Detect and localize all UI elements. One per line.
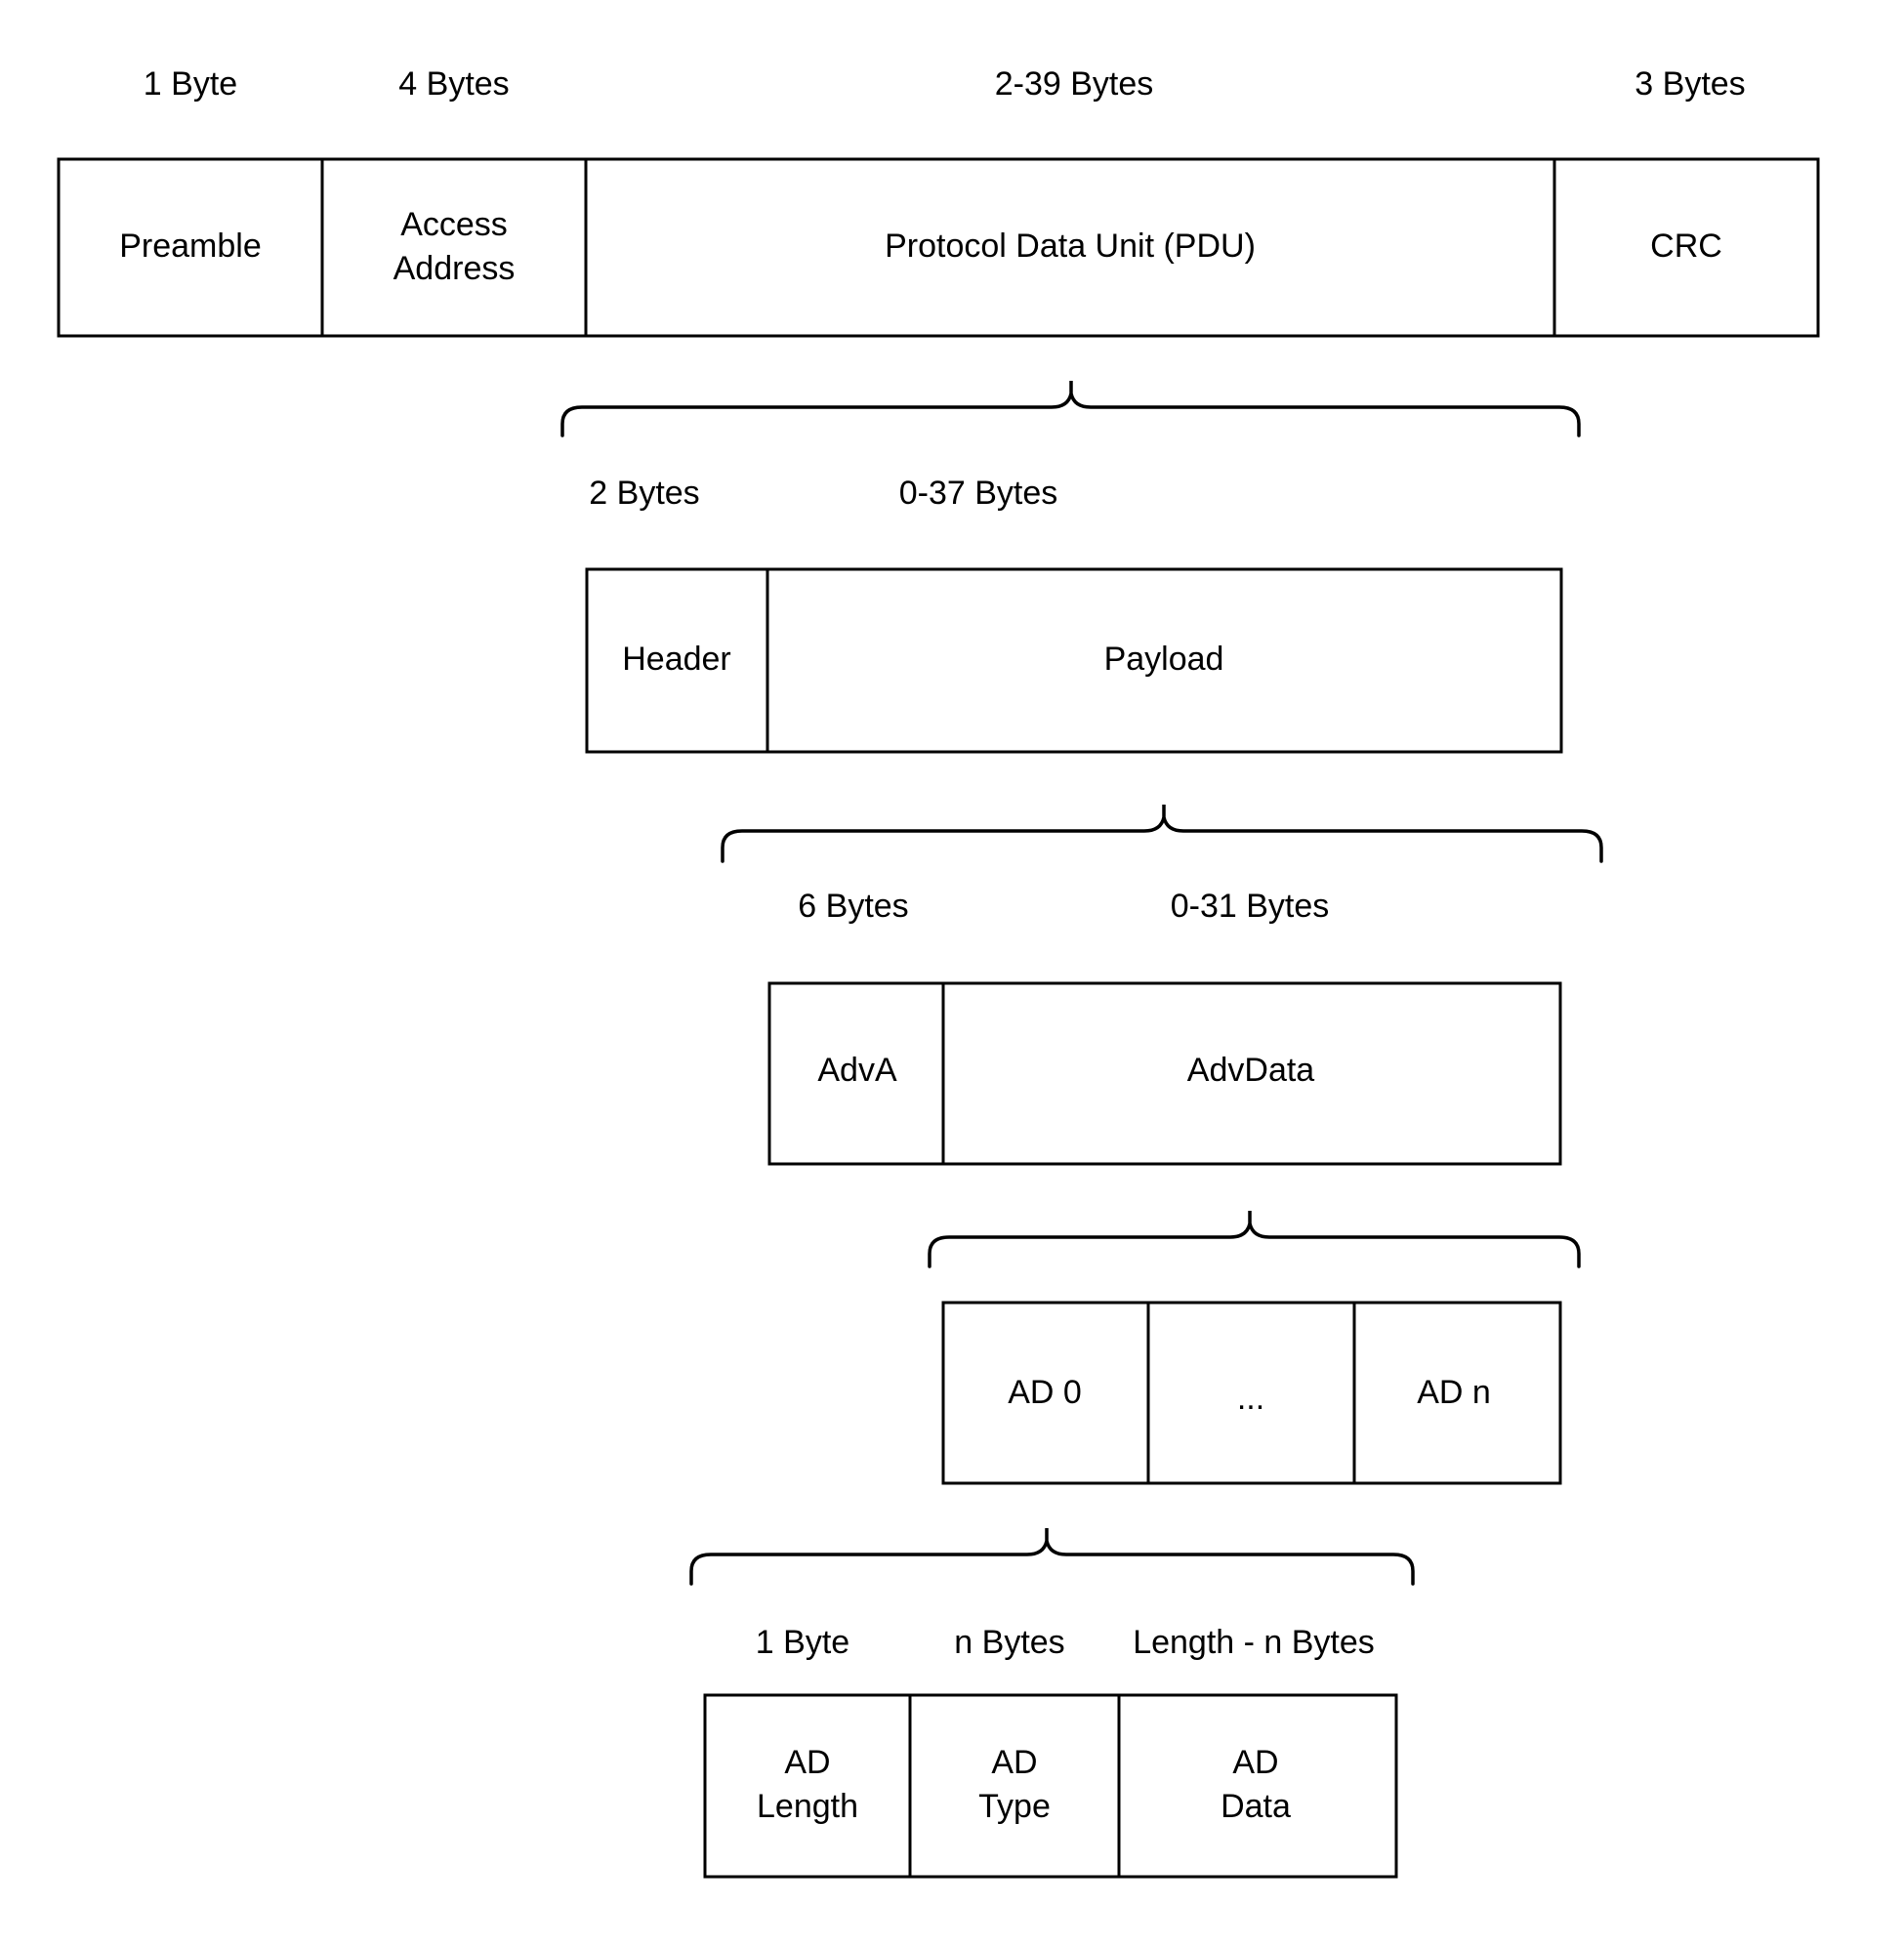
brace-path-pdu (560, 381, 1581, 437)
brace-pdu (560, 381, 1581, 437)
field-advdata: AdvData (1187, 1052, 1314, 1089)
field-adva: AdvA (817, 1052, 897, 1089)
field-ad-data: AD Data (1221, 1744, 1291, 1825)
size-label-ad-data: Length - n Bytes (1133, 1624, 1375, 1661)
field-ad-type-line-2: Type (978, 1788, 1051, 1825)
size-label-crc: 3 Bytes (1635, 65, 1745, 103)
level-1-size-labels: 1 Byte 4 Bytes 2-39 Bytes 3 Bytes (144, 65, 1746, 103)
size-label-ad-type: n Bytes (954, 1624, 1064, 1661)
level-4-outer-frame (941, 1301, 1562, 1485)
size-label-advdata: 0-31 Bytes (1171, 888, 1330, 925)
size-label-adva: 6 Bytes (798, 888, 908, 925)
field-pdu: Protocol Data Unit (PDU) (885, 228, 1256, 265)
brace-ad-structure (689, 1528, 1415, 1586)
size-label-access-address: 4 Bytes (398, 65, 509, 103)
brace-path-payload (721, 805, 1603, 863)
brace-path-ad-structure (689, 1528, 1415, 1586)
level-5-ad-structure-row: AD Length AD Type AD Data (703, 1693, 1398, 1879)
brace-path-advdata (928, 1211, 1581, 1268)
field-access-address: Access Address (393, 206, 516, 287)
field-crc: CRC (1650, 228, 1722, 265)
level-4-ad-list-row: AD 0 ... AD n (941, 1301, 1562, 1485)
brace-advdata (928, 1211, 1581, 1268)
field-ad-type-line-1: AD (991, 1744, 1037, 1781)
field-preamble: Preamble (119, 228, 262, 265)
field-ad-length-line-2: Length (757, 1788, 858, 1825)
level-5-outer-frame (703, 1693, 1398, 1879)
level-2-pdu-row: Header Payload (585, 567, 1563, 754)
level-2-outer-frame (585, 567, 1563, 754)
brace-payload (721, 805, 1603, 863)
level-1-packet-row: Preamble Access Address Protocol Data Un… (57, 157, 1820, 338)
field-ad-type: AD Type (978, 1744, 1051, 1825)
field-ad-ellipsis: ... (1237, 1380, 1264, 1417)
field-ad-0: AD 0 (1008, 1374, 1082, 1411)
level-3-outer-frame (767, 981, 1562, 1166)
level-2-size-labels: 2 Bytes 0-37 Bytes (589, 475, 1057, 512)
field-ad-data-line-2: Data (1221, 1788, 1291, 1825)
size-label-header: 2 Bytes (589, 475, 699, 512)
field-ad-length-line-1: AD (784, 1744, 830, 1781)
field-access-address-line-2: Address (393, 250, 516, 287)
size-label-ad-length: 1 Byte (756, 1624, 849, 1661)
field-payload: Payload (1104, 641, 1224, 678)
field-header: Header (622, 641, 731, 678)
field-ad-data-line-1: AD (1232, 1744, 1278, 1781)
level-5-size-labels: 1 Byte n Bytes Length - n Bytes (756, 1624, 1375, 1661)
field-ad-length: AD Length (757, 1744, 858, 1825)
size-label-payload: 0-37 Bytes (899, 475, 1058, 512)
field-access-address-line-1: Access (400, 206, 508, 243)
field-ad-n: AD n (1417, 1374, 1491, 1411)
level-3-size-labels: 6 Bytes 0-31 Bytes (798, 888, 1329, 925)
level-3-payload-row: AdvA AdvData (767, 981, 1562, 1166)
level-1-outer-frame (57, 157, 1820, 338)
size-label-preamble: 1 Byte (144, 65, 237, 103)
size-label-pdu: 2-39 Bytes (995, 65, 1154, 103)
